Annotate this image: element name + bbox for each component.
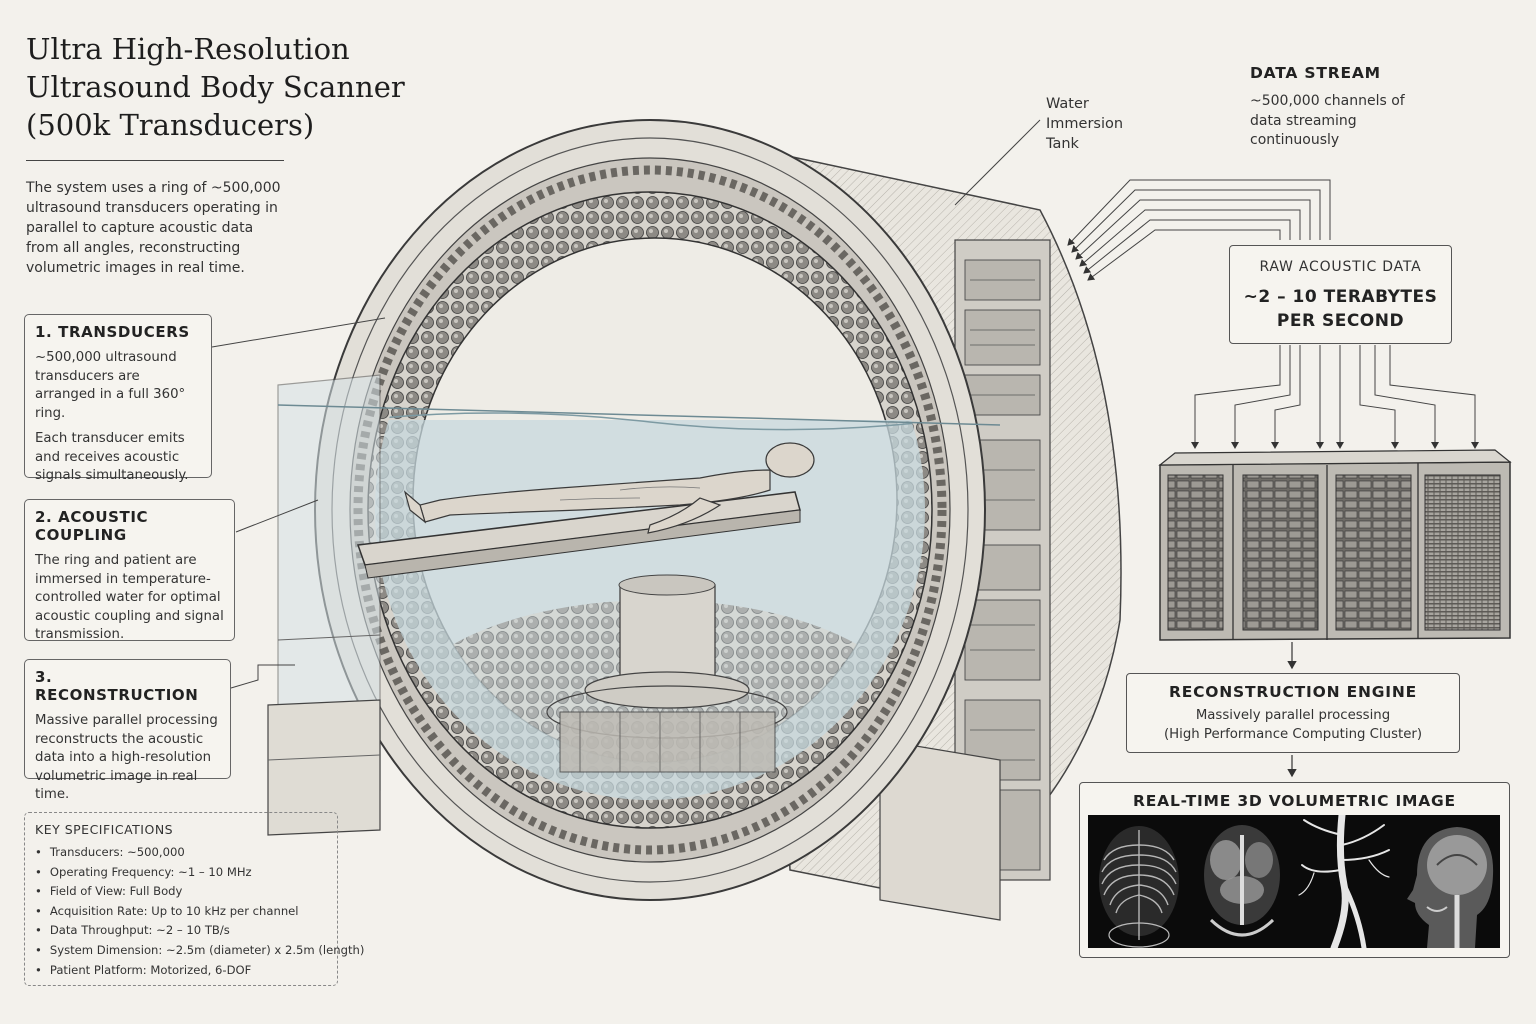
- specs-heading: KEY SPECIFICATIONS: [35, 822, 174, 837]
- raw-data-value-line: ~2 – 10 TERABYTES: [1243, 287, 1438, 307]
- callout-heading: 3. RECONSTRUCTION: [35, 668, 199, 704]
- callout-text: Massive parallel processing reconstructs…: [35, 713, 218, 802]
- data-stream-description: ~500,000 channels of data streaming cont…: [1250, 93, 1405, 148]
- raw-data-value: ~2 – 10 TERABYTES PER SECOND: [1230, 285, 1451, 333]
- callout-reconstruction: 3. RECONSTRUCTION Massive parallel proce…: [24, 659, 231, 802]
- chest-xray-thumbnail: [1088, 815, 1191, 948]
- spec-item: Data Throughput: ~2 – 10 TB/s: [35, 921, 327, 941]
- spec-item: Acquisition Rate: Up to 10 kHz per chann…: [35, 902, 327, 922]
- spec-item: System Dimension: ~2.5m (diameter) x 2.5…: [35, 941, 365, 961]
- callout-text: Each transducer emits and receives acous…: [35, 431, 189, 483]
- page-title: Ultra High-Resolution Ultrasound Body Sc…: [26, 30, 446, 144]
- spec-item: Field of View: Full Body: [35, 882, 327, 902]
- callout-heading: 1. TRANSDUCERS: [35, 323, 190, 341]
- title-line: Ultra High-Resolution: [26, 32, 350, 66]
- reconstruction-engine-title: RECONSTRUCTION ENGINE: [1169, 683, 1417, 701]
- abdomen-scan-thumbnail: [1191, 815, 1294, 948]
- callout-heading: 2. ACOUSTIC COUPLING: [35, 508, 149, 544]
- title-divider: [26, 160, 284, 161]
- water-tank-label: Water Immersion Tank: [1046, 94, 1123, 154]
- callout-transducers: 1. TRANSDUCERS ~500,000 ultrasound trans…: [24, 314, 212, 483]
- key-specifications: KEY SPECIFICATIONS Transducers: ~500,000…: [24, 812, 365, 986]
- spec-item: Patient Platform: Motorized, 6-DOF: [35, 961, 327, 981]
- vascular-scan-thumbnail: [1294, 815, 1397, 948]
- title-line: (500k Transducers): [26, 108, 315, 142]
- server-cluster: [1158, 449, 1512, 641]
- label-line: Immersion: [1046, 116, 1124, 132]
- label-line: Tank: [1046, 136, 1079, 152]
- description-line: (High Performance Computing Cluster): [1163, 726, 1423, 742]
- callout-acoustic-coupling: 2. ACOUSTIC COUPLING The ring and patien…: [24, 499, 235, 642]
- raw-data-value-line: PER SECOND: [1276, 311, 1405, 331]
- reconstruction-engine-description: Massively parallel processing (High Perf…: [1127, 707, 1459, 744]
- head-scan-thumbnail: [1397, 815, 1500, 948]
- raw-data-box: RAW ACOUSTIC DATA ~2 – 10 TERABYTES PER …: [1229, 245, 1452, 344]
- callout-text: ~500,000 ultrasound transducers are arra…: [35, 350, 186, 421]
- description-line: Massively parallel processing: [1195, 708, 1391, 723]
- label-line: Water: [1046, 96, 1089, 112]
- spec-item: Transducers: ~500,000: [35, 843, 327, 863]
- patient-figure: [403, 442, 815, 534]
- reconstruction-engine-box: RECONSTRUCTION ENGINE Massively parallel…: [1126, 673, 1460, 753]
- intro-text: The system uses a ring of ~500,000 ultra…: [26, 180, 281, 276]
- callout-text: The ring and patient are immersed in tem…: [35, 553, 224, 642]
- volumetric-image-title: REAL-TIME 3D VOLUMETRIC IMAGE: [1133, 792, 1456, 810]
- title-line: Ultrasound Body Scanner: [26, 70, 405, 104]
- spec-item: Operating Frequency: ~1 – 10 MHz: [35, 863, 327, 883]
- data-stream-title: DATA STREAM: [1250, 64, 1381, 82]
- raw-data-label: RAW ACOUSTIC DATA: [1259, 259, 1422, 275]
